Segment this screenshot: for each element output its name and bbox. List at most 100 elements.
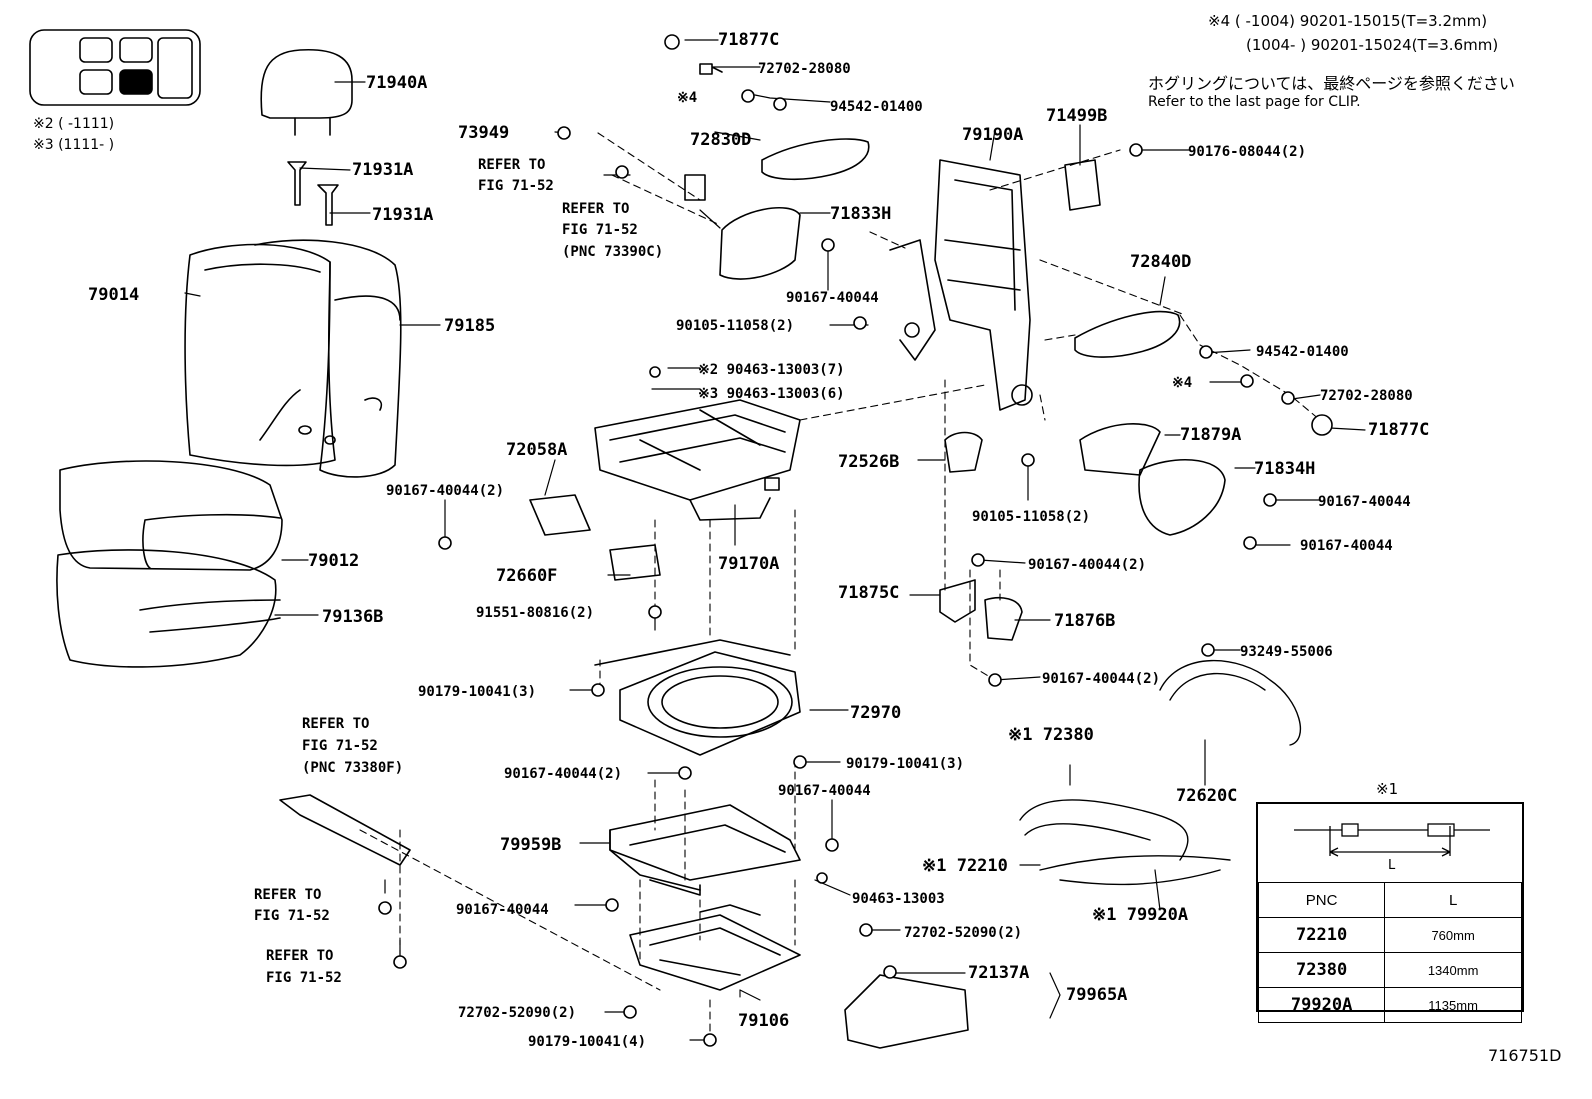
part-label: 90176-08044(2): [1188, 144, 1307, 160]
table-header-pnc: PNC: [1257, 882, 1386, 918]
part-label: 79959B: [500, 835, 562, 855]
part-label: 72702-52090(2): [904, 925, 1023, 941]
table-cell-length: 1340mm: [1384, 952, 1522, 988]
base-shape: [629, 904, 801, 991]
part-label: 72970: [850, 703, 902, 723]
table-cell-pnc: 79920A: [1257, 987, 1386, 1023]
misc-part-shapes: [279, 159, 1101, 1049]
table-cell-pnc: 72210: [1257, 917, 1386, 953]
refer-label: FIG 71-52: [254, 908, 330, 924]
part-label: 79170A: [718, 554, 780, 574]
turntable-shape: [594, 639, 801, 756]
diagram-id: 716751D: [1488, 1046, 1562, 1065]
refer-label: REFER TO: [254, 887, 322, 903]
refer-label: FIG 71-52: [302, 738, 378, 754]
cable-length-legend: L PNC L 72210 760mm 72380 1340mm 79920A …: [1256, 802, 1524, 1023]
legend-mark: ※1: [1376, 780, 1399, 798]
part-label: 90167-40044(2): [1042, 671, 1161, 687]
table-cell-pnc: 72380: [1257, 952, 1386, 988]
part-label: 90167-40044: [1300, 538, 1393, 554]
switch-panel-icon: [29, 29, 201, 106]
part-label: 91551-80816(2): [476, 605, 595, 621]
part-label: 72137A: [968, 963, 1030, 983]
part-label: 79136B: [322, 607, 384, 627]
cable-length-table: PNC L 72210 760mm 72380 1340mm 79920A 11…: [1257, 882, 1522, 1023]
part-label: 79185: [444, 316, 496, 336]
part-label: 71833H: [830, 204, 892, 224]
refer-label: FIG 71-52: [478, 178, 554, 194]
part-label: 90167-40044(2): [386, 483, 505, 499]
refer-label: (PNC 73390C): [562, 244, 664, 260]
part-label: 90167-40044: [778, 783, 871, 799]
part-label: 71876B: [1054, 611, 1116, 631]
dashed-lines: [359, 132, 1321, 1041]
part-label: 90167-40044: [786, 290, 879, 306]
part-label: 90179-10041(4): [528, 1034, 647, 1050]
part-label: 72830D: [690, 130, 752, 150]
part-label: 90167-40044: [1318, 494, 1411, 510]
part-label: 72702-52090(2): [458, 1005, 577, 1021]
headrest-shape: [260, 48, 353, 226]
cable-shapes: [1019, 659, 1301, 886]
part-label: ※4: [1172, 375, 1193, 391]
side-cover-shapes: [719, 207, 1226, 641]
table-row: 79920A 1135mm: [1257, 987, 1522, 1023]
part-label: 90179-10041(3): [418, 684, 537, 700]
part-label: 71879A: [1180, 425, 1242, 445]
part-label: 90105-11058(2): [972, 509, 1091, 525]
refer-label: REFER TO: [302, 716, 370, 732]
legend-span-label: L: [1388, 858, 1396, 873]
refer-label: REFER TO: [478, 157, 546, 173]
mark2-range: ※2 ( -1111): [33, 116, 115, 132]
part-label: 94542-01400: [830, 99, 923, 115]
part-label: 71877C: [1368, 420, 1430, 440]
thickness-note-1: ※4 ( -1004) 90201-15015(T=3.2mm): [1208, 12, 1488, 30]
part-label: 90105-11058(2): [676, 318, 795, 334]
table-cell-length: 760mm: [1384, 917, 1522, 953]
armrest-shapes: [761, 138, 1181, 358]
lower-frame-shape: [609, 804, 801, 896]
part-label: 73949: [458, 123, 510, 143]
part-label: ※4: [677, 90, 698, 106]
fastener-shapes: [378, 34, 1333, 1047]
table-cell-length: 1135mm: [1384, 987, 1522, 1023]
part-label: 72840D: [1130, 252, 1192, 272]
refer-label: FIG 71-52: [266, 970, 342, 986]
part-label: 90167-40044(2): [504, 766, 623, 782]
cable-length-icon: [1294, 823, 1490, 857]
refer-label: REFER TO: [266, 948, 334, 964]
leader-lines: [184, 39, 1366, 1041]
refer-label: FIG 71-52: [562, 222, 638, 238]
part-label: ※1 79920A: [1092, 905, 1189, 925]
part-label: 72058A: [506, 440, 568, 460]
part-label: ※1 72380: [1008, 725, 1094, 745]
part-label: 72620C: [1176, 786, 1238, 806]
part-label: 71834H: [1254, 459, 1316, 479]
seat-frame-shape: [594, 399, 801, 521]
part-label: 90179-10041(3): [846, 756, 965, 772]
part-label: ※2 90463-13003(7): [698, 362, 845, 378]
part-label: 72702-28080: [1320, 388, 1413, 404]
part-label: 71877C: [718, 30, 780, 50]
part-label: 90463-13003: [852, 891, 945, 907]
part-label: 71499B: [1046, 106, 1108, 126]
thickness-note-2: (1004- ) 90201-15024(T=3.6mm): [1246, 36, 1499, 54]
seat-cushion-shape: [56, 460, 283, 668]
part-label: 72702-28080: [758, 61, 851, 77]
part-label: 79965A: [1066, 985, 1128, 1005]
part-label: 71931A: [372, 205, 434, 225]
part-label: 71940A: [366, 73, 428, 93]
refer-label: REFER TO: [562, 201, 630, 217]
part-label: 90167-40044(2): [1028, 557, 1147, 573]
mark3-range: ※3 (1111- ): [33, 137, 115, 153]
part-label: 71875C: [838, 583, 900, 603]
table-row: 72380 1340mm: [1257, 952, 1522, 988]
part-label: ※3 90463-13003(6): [698, 386, 845, 402]
part-label: ※1 72210: [922, 856, 1008, 876]
part-label: 71931A: [352, 160, 414, 180]
part-label: 79106: [738, 1011, 790, 1031]
seatback-shape: [184, 239, 402, 478]
backrest-frame-shape: [889, 159, 1033, 411]
